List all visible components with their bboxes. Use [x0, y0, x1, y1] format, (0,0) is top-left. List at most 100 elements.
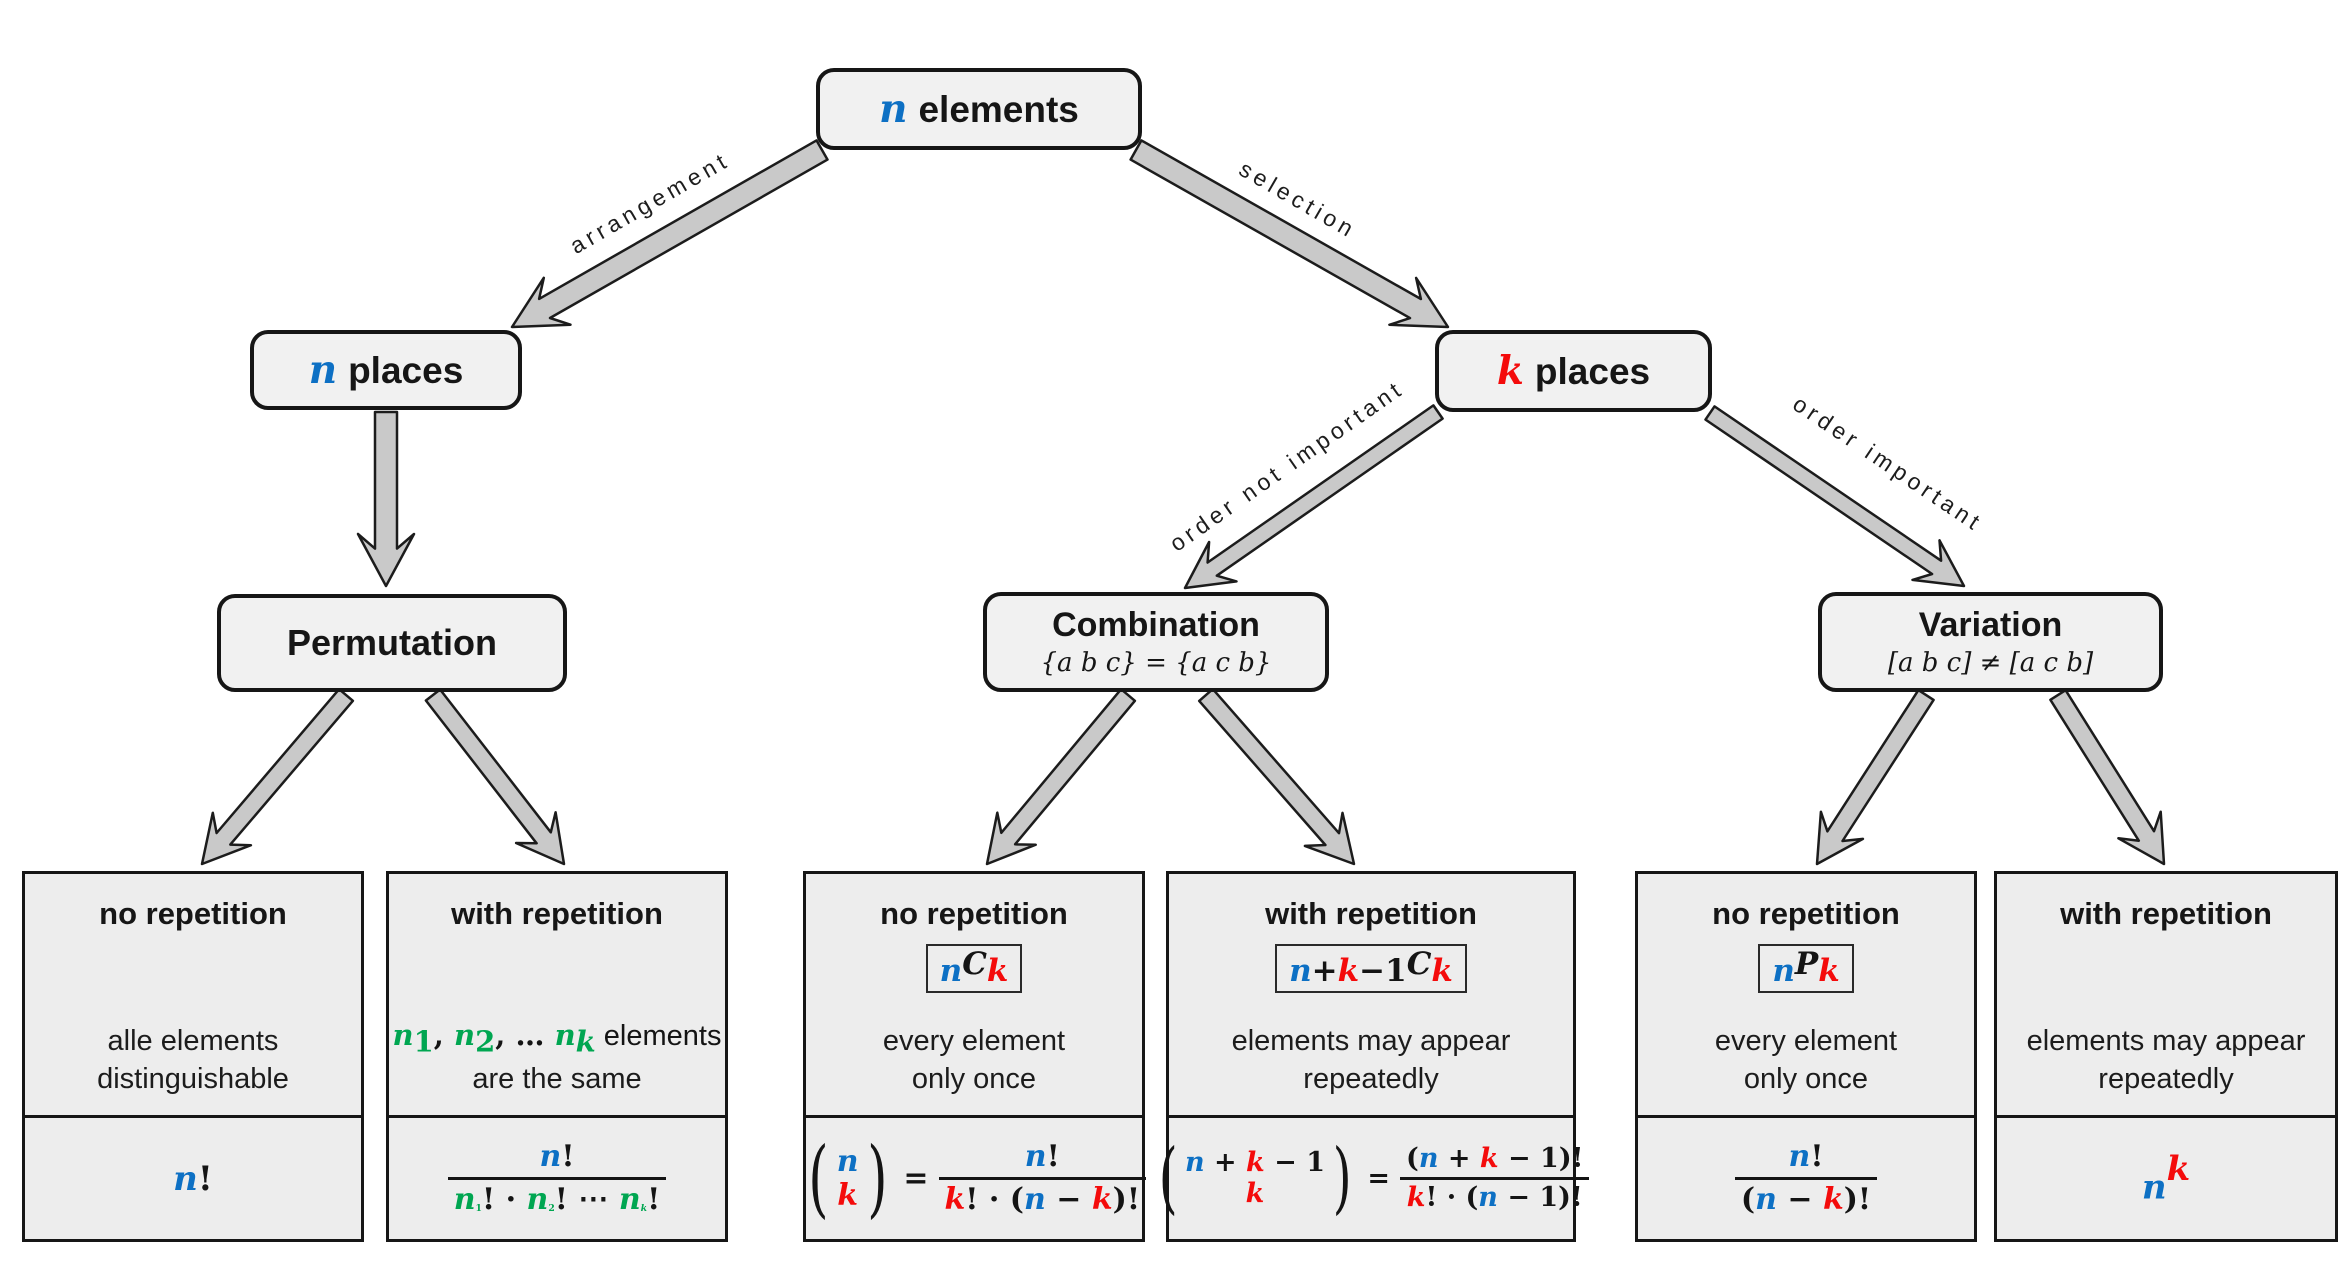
- node-variation: Variation [a b c] ≠ [a c b]: [1818, 592, 2163, 692]
- math-token: k: [986, 952, 1009, 989]
- math-token: k: [640, 1203, 648, 1215]
- math-token: k: [1091, 1182, 1113, 1217]
- fraction: n! (n − k)!: [1734, 1139, 1878, 1218]
- math-token: (: [1740, 1182, 1756, 1217]
- equals-sign: =: [1367, 1163, 1391, 1194]
- order-not-important-arrow: [1183, 404, 1444, 590]
- math-token: k: [837, 1177, 859, 1213]
- math-token: −1: [1359, 952, 1407, 989]
- math-token: k: [1479, 1142, 1499, 1174]
- card-formula: ( n k ) = n! k! · (n − k)!: [806, 1115, 1147, 1239]
- card-title: with repetition: [1265, 896, 1477, 931]
- math-token: +: [1311, 952, 1338, 989]
- math-token: n: [453, 1017, 476, 1052]
- math-token: k: [2166, 1149, 2191, 1190]
- math-token: !: [197, 1158, 213, 1199]
- n-variable: n: [879, 86, 908, 132]
- math-token: k: [1431, 952, 1453, 989]
- card-description: elements may appear repeatedly: [2026, 1024, 2306, 1096]
- math-token: elements: [595, 1019, 722, 1052]
- math-token: 2: [475, 1023, 496, 1058]
- open-paren: (: [1158, 1133, 1178, 1224]
- math-token: n: [1772, 952, 1795, 989]
- node-permutation: Permutation: [217, 594, 567, 692]
- permutation-right-arrow: [424, 688, 566, 866]
- card-variation-no-repetition: no repetition nPk every element only onc…: [1635, 871, 1977, 1242]
- math-token: )!: [1112, 1182, 1141, 1217]
- card-description: alle elements distinguishable: [97, 1024, 289, 1096]
- math-token: 1: [475, 1203, 482, 1215]
- math-token: n: [526, 1182, 549, 1217]
- card-formula: n! (n − k)!: [1638, 1115, 1974, 1239]
- math-token: − 1)!: [1497, 1182, 1583, 1213]
- fraction-bar: [938, 1177, 1147, 1180]
- symbol-badge-nCk: nCk: [925, 944, 1023, 993]
- math-token: n: [453, 1182, 476, 1217]
- n-places-to-permutation-arrow: [356, 410, 416, 588]
- permutation-left-arrow: [200, 687, 355, 866]
- node-k-places: k places: [1435, 330, 1712, 412]
- math-token: n: [539, 1139, 562, 1174]
- math-token: )!: [1843, 1182, 1872, 1217]
- math-token: 2: [548, 1203, 555, 1215]
- card-formula: ( n + k − 1 k ) = (n + k − 1)! k! · (n −…: [1158, 1115, 1590, 1239]
- fraction: n! n1! · n2! ⋯ nk!: [447, 1139, 667, 1218]
- math-token: C: [962, 946, 987, 982]
- selection-arrow: [1129, 139, 1450, 329]
- order-important-arrow: [1704, 405, 1966, 588]
- math-token: k: [1337, 952, 1360, 989]
- card-combination-with-repetition: with repetition n+k−1Ck elements may app…: [1158, 871, 1590, 1242]
- math-token: n: [392, 1017, 414, 1052]
- math-token: −: [1045, 1182, 1092, 1217]
- math-token: ! ⋯: [554, 1182, 619, 1217]
- close-paren: ): [866, 1128, 888, 1227]
- node-title: Permutation: [286, 622, 498, 664]
- card-description: every element only once: [1714, 1024, 1898, 1096]
- math-token: n: [1788, 1139, 1811, 1174]
- card-formula: nk: [1997, 1115, 2335, 1239]
- variation-left-arrow: [1815, 688, 1935, 866]
- math-token: n: [173, 1158, 198, 1199]
- card-title: with repetition: [2060, 896, 2272, 931]
- math-token: ! ·: [482, 1182, 527, 1217]
- node-combination: Combination {a b c} = {a c b}: [983, 592, 1329, 692]
- math-token: !: [647, 1182, 661, 1217]
- math-token: −: [1776, 1182, 1823, 1217]
- math-token: k: [1245, 1177, 1265, 1209]
- math-token: n: [554, 1017, 576, 1052]
- math-token: , …: [495, 1017, 555, 1052]
- math-token: k: [575, 1023, 596, 1058]
- symbol-badge-n+k-1Ck: n+k−1Ck: [1275, 944, 1467, 993]
- card-title: with repetition: [451, 896, 663, 931]
- math-token: +: [1204, 1147, 1247, 1179]
- math-token: k: [1406, 1182, 1426, 1213]
- fraction-bar: [1734, 1177, 1878, 1180]
- card-permutation-with-repetition: with repetition n1, n2, … nk elements ar…: [386, 871, 728, 1242]
- math-token: +: [1438, 1142, 1480, 1174]
- math-token: n: [618, 1182, 641, 1217]
- node-n-places: n places: [250, 330, 522, 410]
- binomial: n k: [837, 1145, 859, 1212]
- combination-left-arrow: [985, 687, 1137, 866]
- math-token: ,: [433, 1017, 454, 1052]
- card-description: n1, n2, … nk elements are the same: [392, 1017, 722, 1096]
- math-token: ! · (: [965, 1182, 1024, 1217]
- math-token: !: [1046, 1139, 1060, 1174]
- symbol-badge-nPk: nPk: [1758, 944, 1854, 993]
- card-combination-no-repetition: no repetition nCk every element only onc…: [803, 871, 1147, 1242]
- math-token: − 1: [1264, 1147, 1325, 1179]
- math-token: P: [1794, 946, 1819, 982]
- open-paren: (: [808, 1128, 829, 1227]
- node-subtitle: [a b c] ≠ [a c b]: [1887, 647, 2094, 678]
- math-token: n: [939, 952, 963, 989]
- card-title: no repetition: [880, 896, 1068, 931]
- math-token: C: [1406, 946, 1432, 982]
- node-subtitle: {a b c} = {a c b}: [1040, 647, 1272, 678]
- k-variable: k: [1496, 348, 1524, 394]
- card-formula: n! n1! · n2! ⋯ nk!: [389, 1115, 725, 1239]
- math-token: ! · (: [1425, 1182, 1479, 1213]
- math-token: n: [1024, 1182, 1046, 1217]
- arrangement-arrow: [510, 139, 829, 329]
- math-token: k: [1822, 1182, 1844, 1217]
